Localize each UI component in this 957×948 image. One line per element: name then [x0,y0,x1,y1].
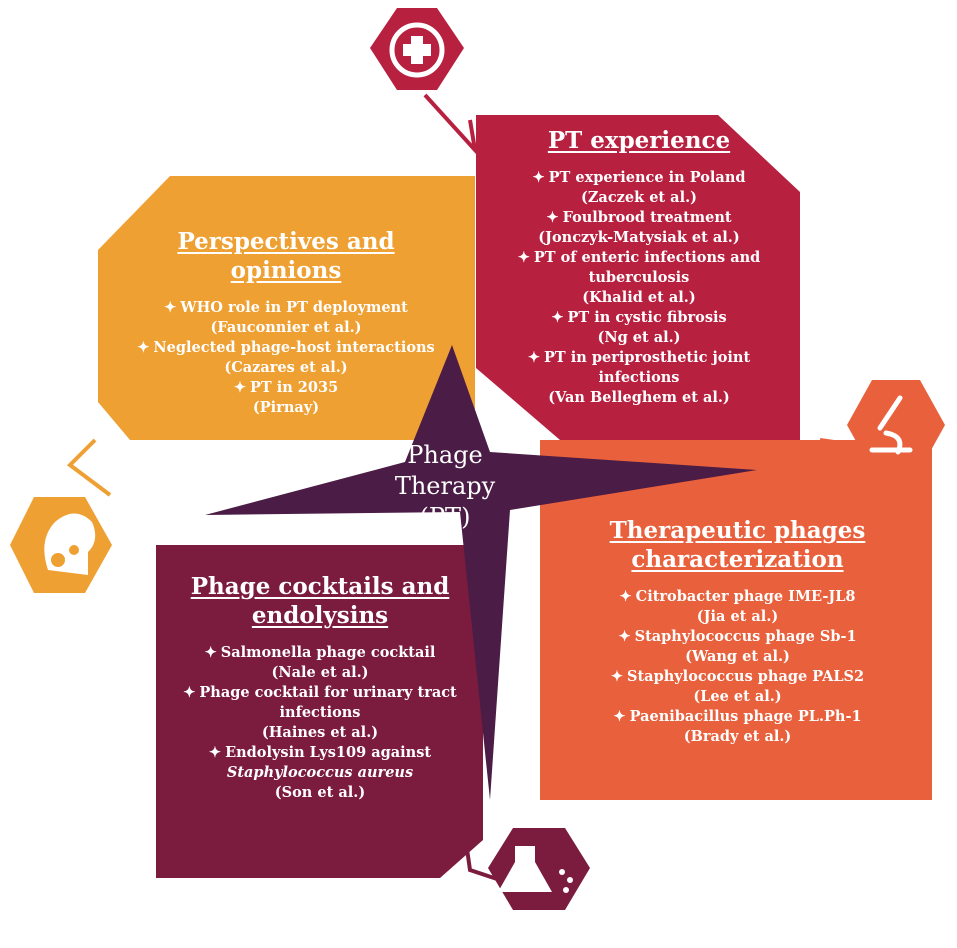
experience-list: ✦PT experience in Poland(Zaczek et al.) … [480,168,798,408]
microscope-icon [869,395,913,455]
star-icon: ✦ [546,208,559,226]
star-icon: ✦ [137,338,150,356]
cocktails-title: Phage cocktails and endolysins [190,573,450,629]
list-item: ✦Paenibacillus phage PL.Ph-1(Brady et al… [613,707,862,745]
star-icon: ✦ [551,308,564,326]
medical-cross-badge [370,8,464,90]
star-icon: ✦ [164,298,177,316]
experience-box: PT experience ✦PT experience in Poland(Z… [480,127,798,408]
cocktails-panel [156,545,483,878]
perspectives-box: Perspectives and opinions ✦WHO role in P… [100,228,472,418]
characterization-list: ✦Citrobacter phage IME-JL8(Jia et al.) ✦… [545,587,930,747]
gears-badge [10,497,112,593]
star-icon: ✦ [208,743,222,761]
perspectives-list: ✦WHO role in PT deployment(Fauconnier et… [100,298,472,418]
star-icon: ✦ [233,378,246,396]
gears-head-icon [44,513,96,575]
center-star [205,345,757,800]
connector-left [66,438,112,497]
star-icon: ✦ [517,248,530,266]
perspectives-title: Perspectives and opinions [177,228,395,284]
star-icon: ✦ [613,707,626,725]
perspectives-panel [98,176,475,440]
list-item: ✦PT in 2035(Pirnay) [233,378,339,416]
star-icon: ✦ [532,168,545,186]
list-item: ✦Staphylococcus phage Sb-1(Wang et al.) [618,627,857,665]
star-icon: ✦ [618,627,631,645]
list-item: ✦PT experience in Poland(Zaczek et al.) [532,168,746,206]
connector-top [423,93,479,157]
list-item: ✦Neglected phage-host interactions(Cazar… [137,338,435,376]
list-item: ✦PT in cystic fibrosis(Ng et al.) [551,308,727,346]
flask-icon [498,846,573,893]
list-item: ✦WHO role in PT deployment(Fauconnier et… [164,298,408,336]
star-icon: ✦ [527,348,540,366]
star-icon: ✦ [183,683,196,701]
cocktails-box: Phage cocktails and endolysins ✦Salmonel… [160,573,480,803]
characterization-title: Therapeutic phages characterization [609,517,866,573]
experience-title: PT experience [547,127,731,154]
star-icon: ✦ [204,643,217,661]
list-item: ✦Citrobacter phage IME-JL8(Jia et al.) [619,587,856,625]
list-item: ✦Salmonella phage cocktail(Nale et al.) [204,643,436,681]
star-icon: ✦ [610,667,624,685]
cocktails-list: ✦Salmonella phage cocktail(Nale et al.) … [160,643,480,803]
characterization-panel [540,440,932,800]
characterization-box: Therapeutic phages characterization ✦Cit… [545,517,930,747]
list-item: ✦Foulbrood treatment(Jonczyk-Matysiak et… [538,208,740,246]
center-title: Phage Therapy (PT) [394,441,496,532]
microscope-badge [847,380,945,470]
star-icon: ✦ [619,587,632,605]
flask-badge [488,828,590,910]
experience-panel [476,115,800,440]
list-item: ✦Staphylococcus phage PALS2(Lee et al.) [610,667,865,705]
medical-cross-icon [403,36,431,64]
